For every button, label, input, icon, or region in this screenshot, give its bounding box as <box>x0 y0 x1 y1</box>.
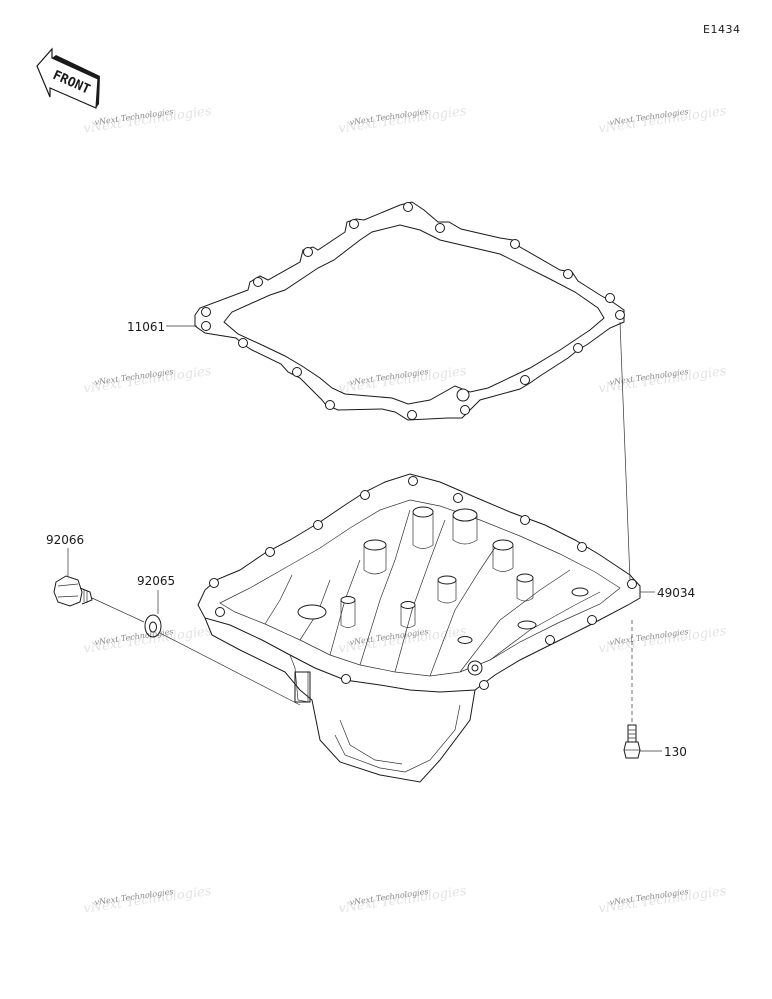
leader-lines <box>67 321 662 752</box>
front-arrow-icon: FRONT <box>36 47 100 109</box>
washer-part <box>144 614 162 638</box>
part-label-bolt[interactable]: 130 <box>664 745 687 759</box>
oil-pan-part <box>197 473 641 783</box>
part-label-washer[interactable]: 92065 <box>137 574 175 588</box>
gasket-part <box>194 201 625 421</box>
part-label-drain-plug[interactable]: 92066 <box>46 533 84 547</box>
drain-plug-part <box>53 575 93 607</box>
part-label-gasket[interactable]: 11061 <box>127 320 165 334</box>
diagram-code: E1434 <box>703 23 740 36</box>
bolt-part <box>623 724 641 759</box>
part-label-oil-pan[interactable]: 49034 <box>657 586 695 600</box>
